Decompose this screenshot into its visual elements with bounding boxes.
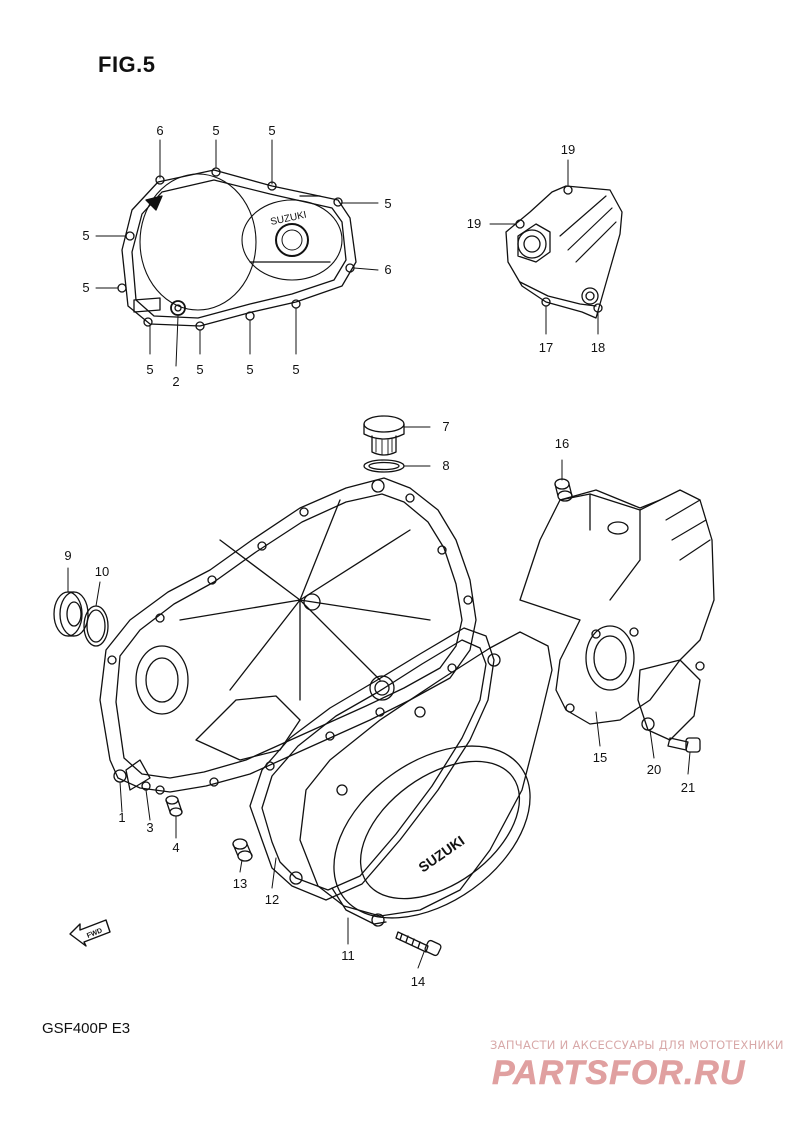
callout-13: 13: [233, 876, 247, 891]
callout-8: 8: [442, 458, 449, 473]
watermark-logo-text: PARTSFOR.RU: [492, 1054, 746, 1092]
fwd-arrow-icon: FWD: [69, 919, 111, 947]
callout-5-bottom-d: 5: [292, 362, 299, 377]
callout-16: 16: [555, 436, 569, 451]
oil-seal: [53, 591, 89, 637]
callout-19-left: 19: [467, 216, 481, 231]
callout-7: 7: [442, 419, 449, 434]
dowel-pin: [165, 795, 183, 817]
callout-6-right: 6: [384, 262, 391, 277]
callout-5-top-b: 5: [268, 123, 275, 138]
callout-5-bottom-b: 5: [196, 362, 203, 377]
callout-18: 18: [591, 340, 605, 355]
watermark-tagline: ЗАПЧАСТИ И АКСЕССУАРЫ ДЛЯ МОТОТЕХНИКИ: [490, 1038, 784, 1052]
callout-14: 14: [411, 974, 425, 989]
callout-11: 11: [341, 948, 355, 963]
sprocket-cover: [505, 185, 623, 319]
callout-5-bottom-c: 5: [246, 362, 253, 377]
callout-6-top: 6: [156, 123, 163, 138]
callout-15: 15: [593, 750, 607, 765]
callout-3: 3: [146, 820, 153, 835]
callout-5-left-a: 5: [82, 228, 89, 243]
callout-5-bottom-a: 5: [146, 362, 153, 377]
bolt-14: [395, 931, 442, 957]
generator-cover-gasket: [249, 627, 495, 901]
generator-cover: [299, 631, 553, 927]
model-code: GSF400P E3: [42, 1020, 131, 1037]
figure-title: FIG.5: [98, 52, 156, 77]
starter-cover: [519, 489, 715, 741]
clutch-cover-gasket: [117, 167, 357, 331]
callout-20: 20: [647, 762, 661, 777]
clutch-cover: [99, 477, 477, 795]
callout-21: 21: [681, 780, 695, 795]
leader-lines: [67, 139, 691, 969]
callout-9: 9: [64, 548, 71, 563]
brand-mark-generator: SUZUKI: [415, 832, 467, 875]
o-ring: [363, 459, 405, 473]
dowel-pin-13: [232, 838, 253, 862]
snap-ring: [83, 605, 109, 647]
callout-1: 1: [118, 810, 125, 825]
callout-5-right: 5: [384, 196, 391, 211]
callout-17: 17: [539, 340, 553, 355]
callout-19-top: 19: [561, 142, 575, 157]
callout-12: 12: [265, 892, 279, 907]
watermark-logo: PARTSFOR.RU: [492, 1054, 746, 1092]
callout-5-left-b: 5: [82, 280, 89, 295]
callout-4: 4: [172, 840, 179, 855]
bolt-21: [667, 737, 701, 753]
oil-filler-cap: [363, 415, 405, 456]
callout-2: 2: [172, 374, 179, 389]
callout-5-top-a: 5: [212, 123, 219, 138]
callout-10: 10: [95, 564, 109, 579]
callout-labels: 6 5 5 5 5 5 6 5 2 5 5 5 19 19 17 18 7 8 …: [64, 123, 695, 989]
